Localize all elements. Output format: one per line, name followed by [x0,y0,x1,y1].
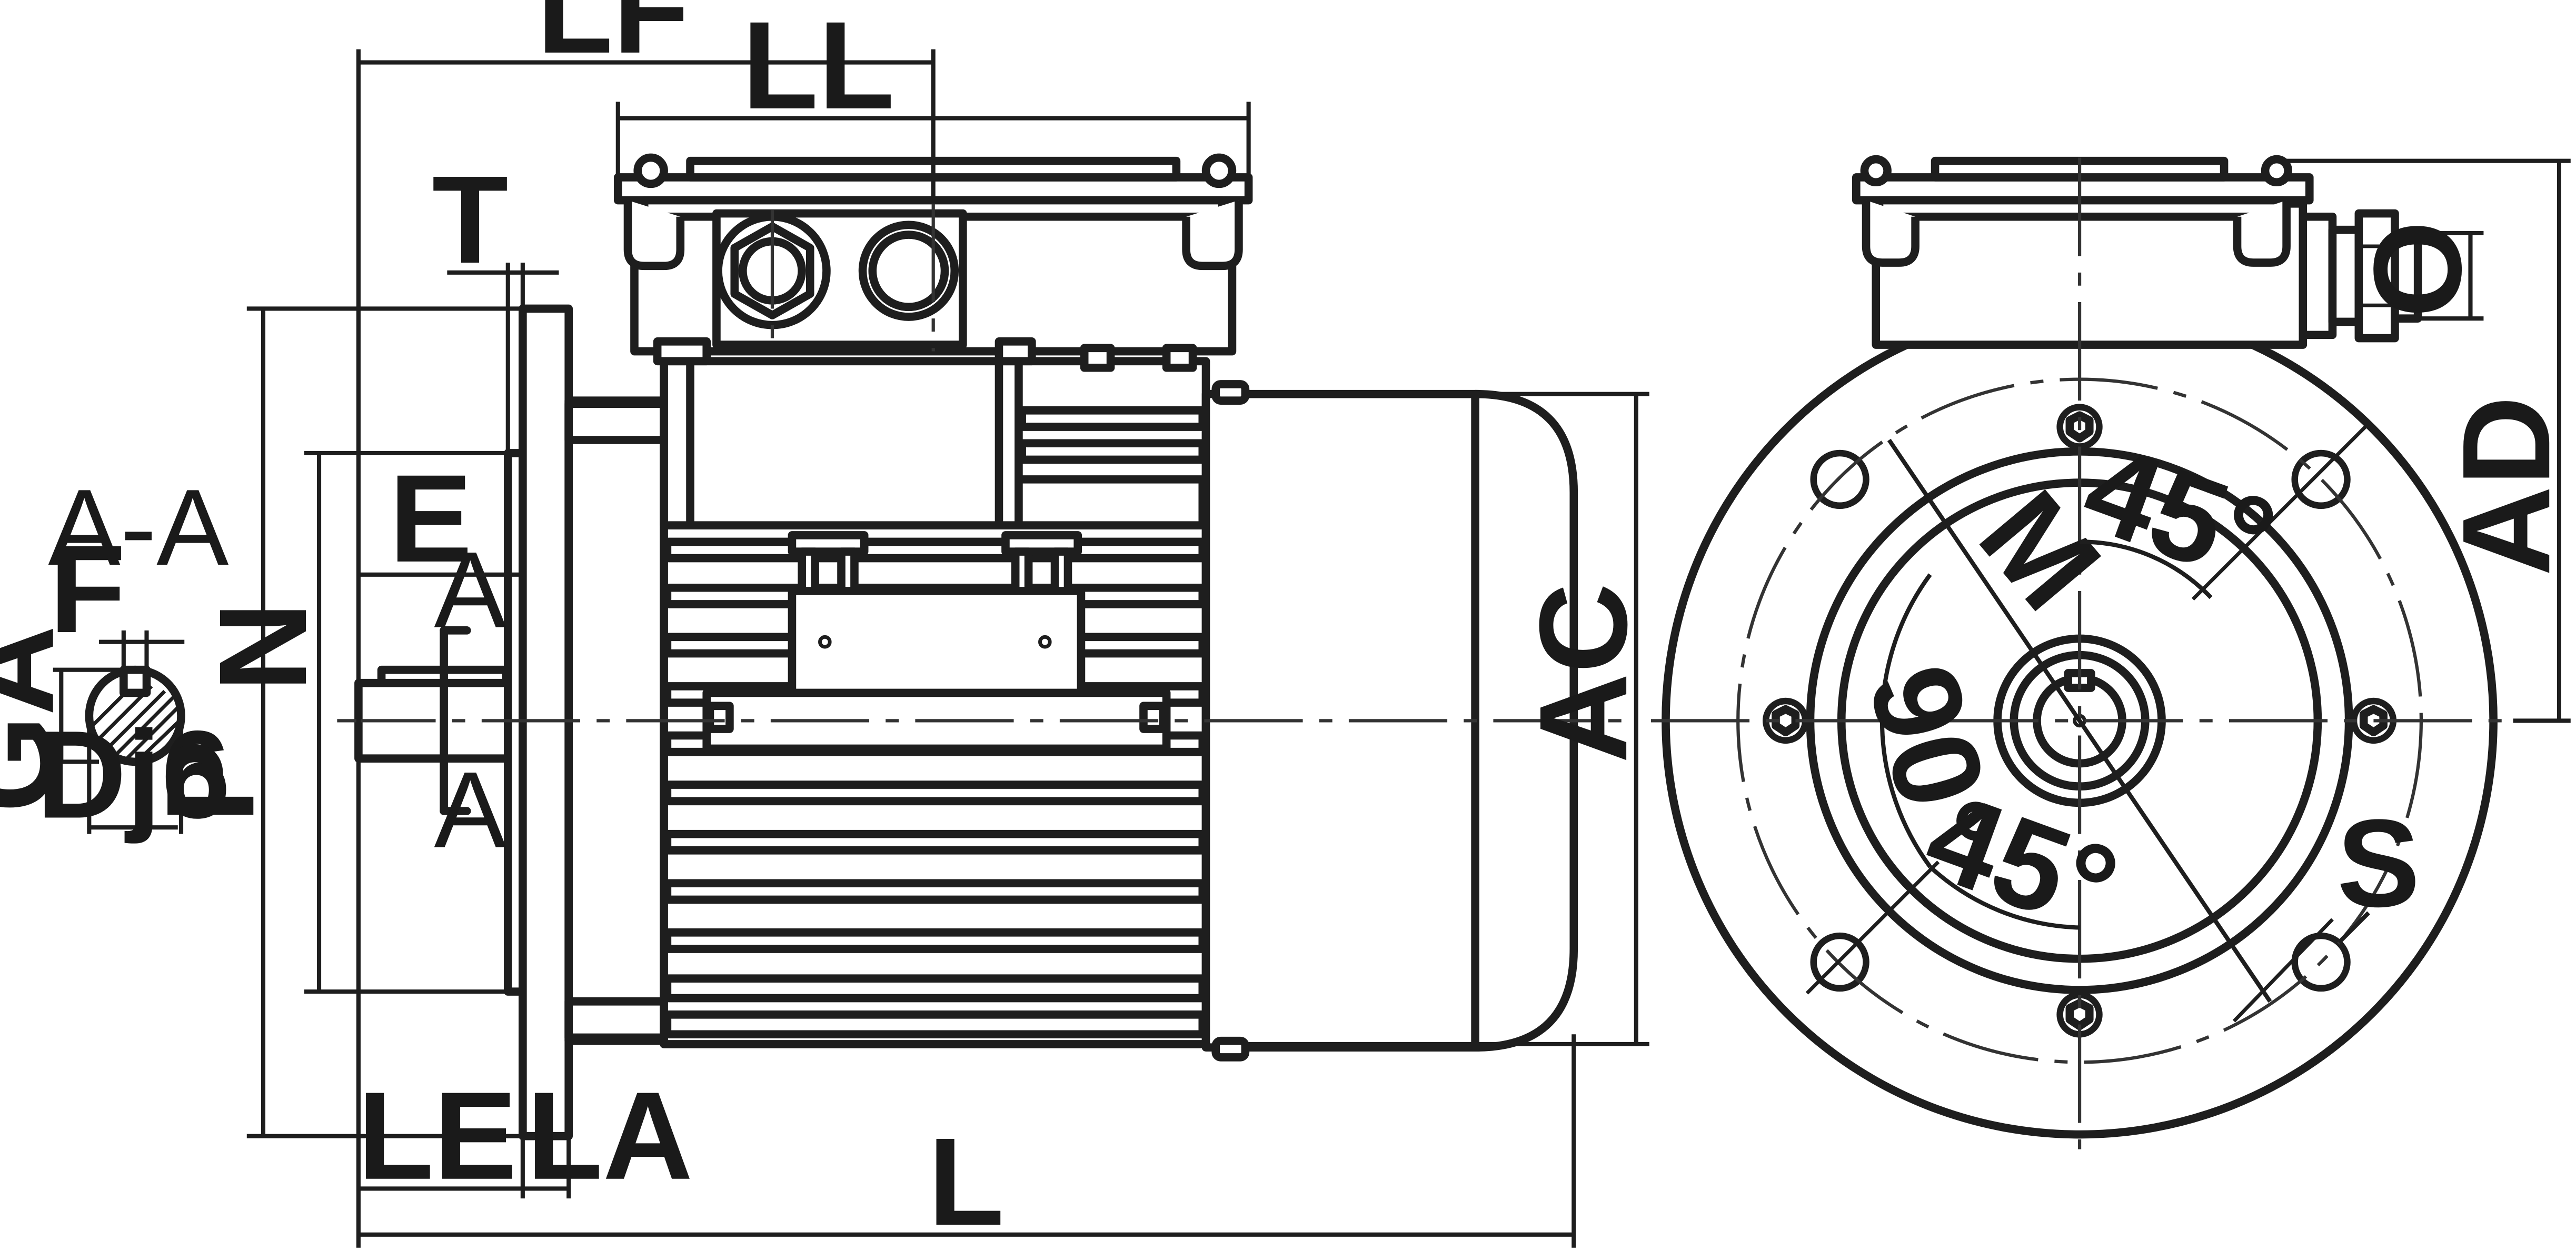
dim-ga-label: GA [0,626,80,813]
dim-m-line [1887,438,2272,1003]
dim-ad-label: AD [2436,396,2576,576]
flange-boss-top [564,399,668,444]
dim-ll-label: LL [742,0,895,135]
dim-f-label: F [49,519,126,659]
dim-e-label: E [389,449,472,588]
side-view: A A [337,153,1627,1140]
angle-arc-45-top [2080,539,2213,599]
dim-dj6-label: Dj6 [36,705,231,844]
section-marker-a-bottom: A [434,749,506,870]
section-a-a: A-A F GA Dj6 [0,467,231,844]
front-view: M 45° 90° 45° S AD O [1650,155,2576,1149]
nameplate [788,587,1086,700]
section-hatch [91,685,181,763]
dim-ac-label: AC [1514,583,1653,763]
dim-p-label: P [141,740,280,823]
dim-le-label: LE [357,1066,517,1206]
dim-l-label: L [928,1112,1004,1251]
dim-lf-label: LF [537,0,690,79]
gland-base [2299,212,2337,339]
terminal-box-clip-right [1182,200,1243,271]
angle-arc-90 [1879,573,1932,868]
terminal-box-clip-left [623,200,685,271]
dim-s-label: S [2337,794,2420,933]
flange-boss-bottom [564,997,668,1042]
dim-s-leader [2338,911,2370,944]
dim-n-label: N [193,602,333,692]
side-view-dimensions: LF LL T P N E AC LE LA L [141,0,1653,1251]
dim-t-label: T [432,150,509,289]
shaft-key [120,665,151,697]
terminal-base-inner [686,357,1003,530]
dim-o-label: O [2348,221,2488,317]
section-marker-a-top: A [434,529,506,650]
bolt-pitch-circle [1736,377,2423,1064]
section-aa-label: A-A [48,467,228,588]
angle-arc-45-bottom [1928,865,2080,930]
dim-la-label: LA [526,1066,693,1206]
